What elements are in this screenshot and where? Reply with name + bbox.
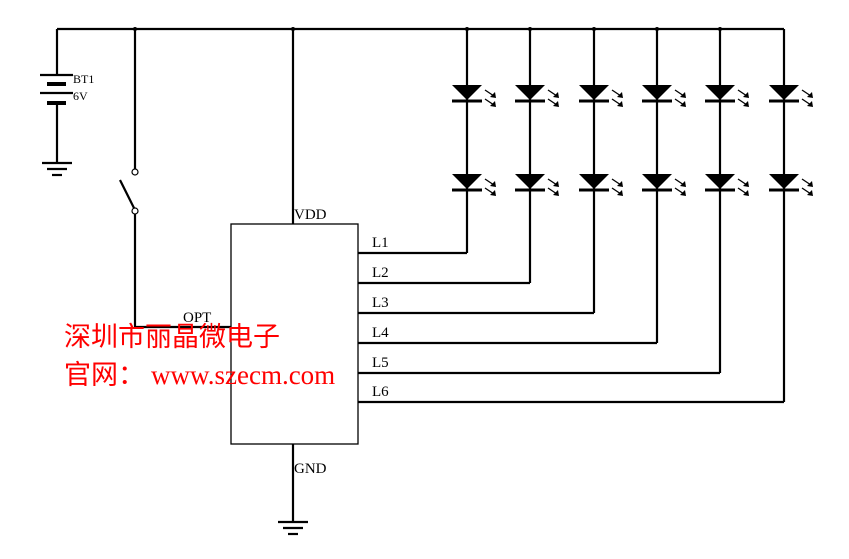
driver-chip: [230, 223, 359, 445]
led-icon: [515, 85, 559, 107]
led-icon: [579, 174, 623, 196]
junction-dot: [528, 27, 532, 31]
led-icon: [452, 174, 496, 196]
led-icon: [452, 85, 496, 107]
led-icon: [769, 85, 813, 107]
battery-ref-label: BT1: [73, 72, 94, 86]
led-icon: [642, 174, 686, 196]
led-column-3: [358, 29, 623, 315]
pin-vdd-label: VDD: [294, 207, 327, 223]
led-icon: [705, 174, 749, 196]
pin-l5-label: L5: [372, 355, 389, 371]
pin-l2-label: L2: [372, 265, 389, 281]
junction-dot: [133, 27, 137, 31]
junction-dot: [655, 27, 659, 31]
led-icon: [515, 174, 559, 196]
pin-l4-label: L4: [372, 325, 389, 341]
led-column-2: [358, 29, 559, 285]
pin-gnd-label: GND: [294, 461, 327, 477]
pin-l3-label: L3: [372, 295, 389, 311]
junction-dot: [718, 27, 722, 31]
battery-value-label: 6V: [73, 89, 88, 103]
led-column-6: [358, 29, 813, 404]
ground-symbol-battery: [42, 161, 72, 177]
watermark-url[interactable]: www.szecm.com: [151, 360, 335, 390]
switch: [119, 29, 231, 329]
junction-dot: [465, 27, 469, 31]
led-column-1: [358, 29, 496, 255]
led-column-4: [358, 29, 686, 345]
led-icon: [705, 85, 749, 107]
junction-dot: [592, 27, 596, 31]
watermark-site: 官网：www.szecm.com: [64, 360, 335, 391]
pin-opt-label: OPT: [183, 310, 211, 326]
ground-symbol-chip: [278, 444, 308, 536]
pin-l1-label: L1: [372, 235, 389, 251]
pin-l6-label: L6: [372, 384, 389, 400]
led-icon: [642, 85, 686, 107]
led-icon: [579, 85, 623, 107]
led-icon: [769, 174, 813, 196]
led-column-5: [358, 29, 749, 375]
watermark-site-label: 官网：: [64, 360, 145, 391]
battery-bt1: BT1 6V: [40, 29, 94, 163]
junction-dot: [291, 27, 295, 31]
watermark-company: 深圳市丽晶微电子: [64, 322, 280, 353]
